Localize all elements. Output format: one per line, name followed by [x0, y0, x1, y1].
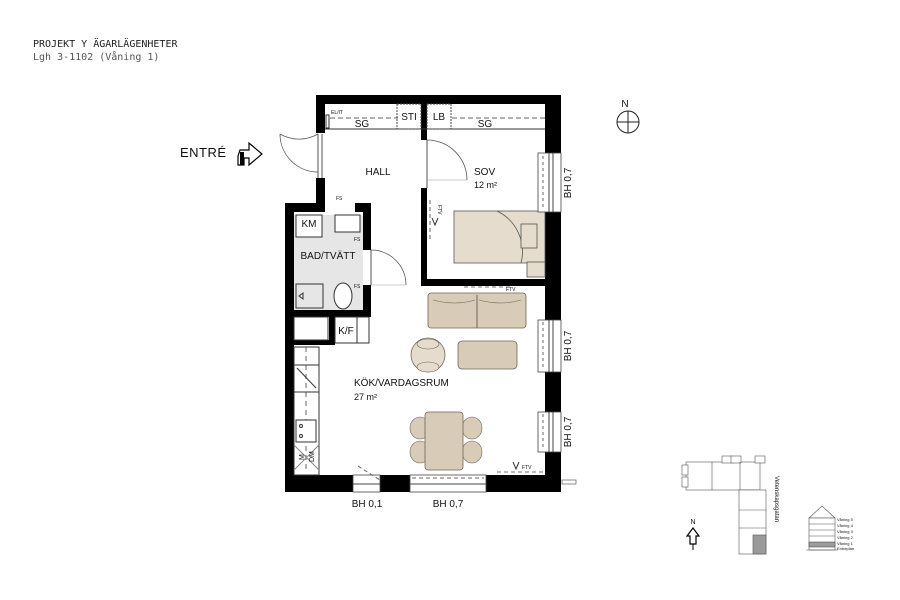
kf-closet: K/F — [293, 316, 370, 344]
svg-text:Våning 4: Våning 4 — [837, 523, 854, 528]
coffee-table — [457, 340, 518, 370]
sg-hall-label: SG — [355, 119, 370, 130]
sov-door[interactable] — [426, 139, 468, 188]
bed — [453, 210, 546, 278]
bath-door[interactable] — [370, 249, 407, 286]
sov-area: 12 m² — [474, 180, 497, 190]
entrance-door[interactable] — [279, 133, 323, 178]
sov-label: SOV — [474, 167, 495, 178]
project-title: PROJEKT Y ÄGARLÄGENHETER — [33, 39, 178, 50]
section-diagram — [806, 505, 838, 551]
window-label-living-upper: BH 0,7 — [563, 330, 574, 361]
el-it-label: EL/IT — [331, 110, 343, 116]
floor-legend: Våning 5 Våning 4 Våning 3 Våning 2 Våni… — [837, 517, 854, 551]
armchair — [410, 337, 446, 373]
el-it-panel — [325, 114, 330, 129]
svg-text:N: N — [621, 99, 628, 110]
lb-closet — [426, 103, 452, 130]
svg-text:N: N — [690, 519, 695, 526]
svg-text:FTV: FTV — [522, 465, 532, 471]
svg-text:Våning 5: Våning 5 — [837, 517, 854, 522]
window-label-bottom: BH 0,7 — [433, 499, 464, 510]
keyplan-north-icon: N — [685, 519, 701, 550]
window-label-living-lower: BH 0,7 — [563, 416, 574, 447]
sg-sov-label: SG — [478, 119, 493, 130]
outdoor-tap — [561, 479, 577, 485]
apartment-id: Lgh 3-1102 (Våning 1) — [33, 52, 160, 63]
svg-text:FS: FS — [354, 284, 361, 290]
svg-text:Våning 1: Våning 1 — [837, 541, 854, 546]
kok-label: KÖK/VARDAGSRUM — [354, 377, 449, 389]
sofa: FTV — [427, 286, 527, 329]
street-label: Vetenskapsgatan — [773, 476, 779, 522]
bad-tvatt-label: BAD/TVÄTT — [300, 250, 355, 262]
sti-closet — [396, 103, 422, 130]
bath-fixtures — [295, 214, 361, 310]
plan-header: PROJEKT Y ÄGARLÄGENHETER Lgh 3-1102 (Vån… — [33, 38, 178, 64]
window-bottom — [409, 474, 487, 493]
svg-text:Våning 3: Våning 3 — [837, 529, 854, 534]
svg-text:FS: FS — [354, 237, 361, 243]
window-label-balcony: BH 0,1 — [352, 499, 383, 510]
kok-area: 27 m² — [354, 392, 377, 402]
north-compass-icon: N — [616, 99, 640, 134]
svg-text:M: M — [299, 454, 306, 460]
lb-label: LB — [433, 112, 446, 123]
svg-text:FS: FS — [336, 196, 343, 202]
key-plan — [681, 455, 767, 555]
window-living-lower — [537, 411, 562, 453]
kitchen-counter: M DM — [293, 346, 320, 476]
svg-text:DM: DM — [309, 451, 316, 462]
walls — [285, 95, 561, 492]
window-living-upper — [537, 319, 562, 373]
entrance-label: ENTRÉ — [180, 145, 227, 160]
entrance-arrow-icon — [237, 141, 263, 167]
dining-set — [409, 411, 483, 471]
sti-label: STI — [401, 112, 417, 123]
window-sov — [537, 152, 562, 213]
hall-label: HALL — [365, 167, 390, 178]
svg-text:Entréplan: Entréplan — [837, 546, 854, 551]
balcony-door[interactable] — [352, 465, 381, 493]
svg-text:FTV: FTV — [506, 287, 516, 293]
svg-text:Våning 2: Våning 2 — [837, 535, 854, 540]
km-label: KM — [302, 219, 317, 230]
window-label-sov: BH 0,7 — [563, 167, 574, 198]
svg-text:FTV: FTV — [436, 205, 442, 215]
kf-label: K/F — [338, 326, 354, 337]
